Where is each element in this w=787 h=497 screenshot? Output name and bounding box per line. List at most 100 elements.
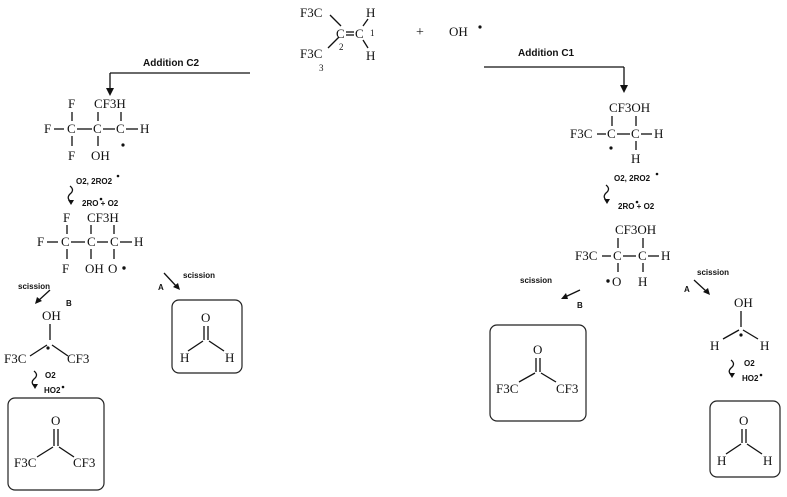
c2-branch-a-letter: A [158, 283, 164, 292]
c2-radical-adduct: F CF3H F C C C H F OH [44, 96, 149, 163]
c3-number: 3 [319, 63, 324, 73]
c2-branch-b-letter: B [66, 299, 72, 308]
svg-text:O: O [108, 261, 117, 276]
h-bottom-atom: H [366, 48, 375, 63]
h-top-atom: H [366, 5, 375, 20]
c1-scission-b-label: scission [520, 276, 552, 285]
svg-text:O: O [51, 413, 60, 428]
c2-atom: C [336, 26, 345, 41]
c2-squiggle-arrow [67, 185, 74, 203]
c1-radical-adduct: CF3OH F3C C C H H [570, 100, 663, 166]
f3c-bottom-label: F3C [300, 46, 322, 61]
c2-reagent-2ro-o2: 2RO + O2 [82, 199, 119, 208]
c2-hydroxy-radical: OH F3C CF3 [4, 308, 89, 366]
svg-text:H: H [638, 274, 647, 289]
svg-text:F3C: F3C [575, 248, 597, 263]
c2-ho2-label: HO2 [44, 386, 61, 395]
svg-text:C: C [110, 234, 119, 249]
svg-text:H: H [654, 126, 663, 141]
c1-branch-b-arrow [564, 289, 581, 298]
c2-number: 2 [339, 42, 344, 52]
reactant-hexafluoroisobutylene: F3C C 2 F3C 3 C 1 H H [300, 5, 375, 73]
svg-text:F: F [68, 96, 75, 111]
addition-c2-arrowhead [106, 88, 114, 96]
addition-c2-title: Addition C2 [143, 58, 200, 69]
svg-text:C: C [613, 248, 622, 263]
svg-text:O: O [533, 342, 542, 357]
c2-o2-label: O2 [45, 371, 56, 380]
svg-text:OH: OH [85, 261, 104, 276]
svg-text:H: H [717, 453, 726, 468]
svg-text:H: H [225, 350, 234, 365]
c2-squiggle-arrow-2 [31, 370, 38, 387]
c1-squiggle-arrow [603, 184, 610, 202]
c1-formaldehyde: O H H [717, 413, 772, 468]
svg-text:F: F [68, 148, 75, 163]
c1-alkoxy-radical: CF3OH F3C C C H O H [575, 222, 670, 289]
svg-text:C: C [638, 248, 647, 263]
svg-text:CF3H: CF3H [87, 210, 119, 225]
svg-text:F: F [63, 210, 70, 225]
c1-reagent-2ro-o2: 2RO + O2 [618, 202, 655, 211]
c1-ho2-label: HO2 [742, 374, 759, 383]
svg-text:F3C: F3C [4, 351, 26, 366]
svg-text:F3C: F3C [14, 455, 36, 470]
c1-branch-a-arrow [693, 279, 708, 293]
c1-o2-label: O2 [744, 359, 755, 368]
svg-text:O: O [612, 274, 621, 289]
c2-product-hfa-box [7, 397, 105, 491]
svg-text:C: C [61, 234, 70, 249]
svg-text:CF3OH: CF3OH [609, 100, 650, 115]
svg-text:F: F [62, 261, 69, 276]
svg-text:H: H [140, 121, 149, 136]
c2-branch-a-arrow [163, 272, 178, 288]
svg-text:CF3: CF3 [73, 455, 95, 470]
c2-branch-b-arrow [37, 289, 51, 302]
c2-scission-a-label: scission [183, 271, 215, 280]
svg-text:F3C: F3C [496, 381, 518, 396]
svg-text:H: H [710, 338, 719, 353]
svg-text:H: H [760, 338, 769, 353]
c1-reagent-o2-2ro2: O2, 2RO2 [614, 174, 651, 183]
svg-text:H: H [661, 248, 670, 263]
svg-text:C: C [607, 126, 616, 141]
svg-text:OH: OH [91, 148, 110, 163]
svg-text:C: C [631, 126, 640, 141]
c2-hexafluoroacetone: O F3C CF3 [14, 413, 95, 470]
svg-text:C: C [93, 121, 102, 136]
svg-text:F3C: F3C [570, 126, 592, 141]
c1-atom: C [355, 26, 364, 41]
svg-text:F: F [44, 121, 51, 136]
svg-text:H: H [763, 453, 772, 468]
c1-squiggle-arrow-2 [728, 359, 735, 376]
c1-scission-a-label: scission [697, 268, 729, 277]
c2-alkoxy-radical: F CF3H F C C C H F OH O [37, 210, 143, 276]
svg-text:C: C [87, 234, 96, 249]
svg-text:C: C [67, 121, 76, 136]
c2-scission-b-label: scission [18, 282, 50, 291]
c1-hydroxymethyl-radical: OH H H [710, 295, 769, 353]
svg-text:CF3: CF3 [67, 351, 89, 366]
c1-hexafluoroacetone: O F3C CF3 [496, 342, 578, 396]
c2-reagent-o2-2ro2: O2, 2RO2 [76, 177, 113, 186]
c1-product-hfa-box [489, 324, 587, 422]
svg-text:H: H [631, 151, 640, 166]
svg-text:C: C [116, 121, 125, 136]
svg-text:H: H [134, 234, 143, 249]
radical-dot [478, 25, 482, 29]
oh-radical: OH [449, 24, 468, 39]
addition-c1-arrowhead [620, 85, 628, 93]
svg-text:CF3OH: CF3OH [615, 222, 656, 237]
c1-branch-a-letter: A [684, 285, 690, 294]
c2-formaldehyde: O H H [180, 310, 234, 365]
c1-number: 1 [370, 28, 375, 38]
c1-branch-b-letter: B [577, 301, 583, 310]
svg-text:O: O [201, 310, 210, 325]
svg-text:OH: OH [42, 308, 61, 323]
svg-text:O: O [739, 413, 748, 428]
addition-c1-title: Addition C1 [518, 48, 575, 59]
cf3h-label: CF3H [94, 96, 126, 111]
svg-text:F: F [37, 234, 44, 249]
plus-sign: + [416, 25, 424, 40]
svg-text:CF3: CF3 [556, 381, 578, 396]
